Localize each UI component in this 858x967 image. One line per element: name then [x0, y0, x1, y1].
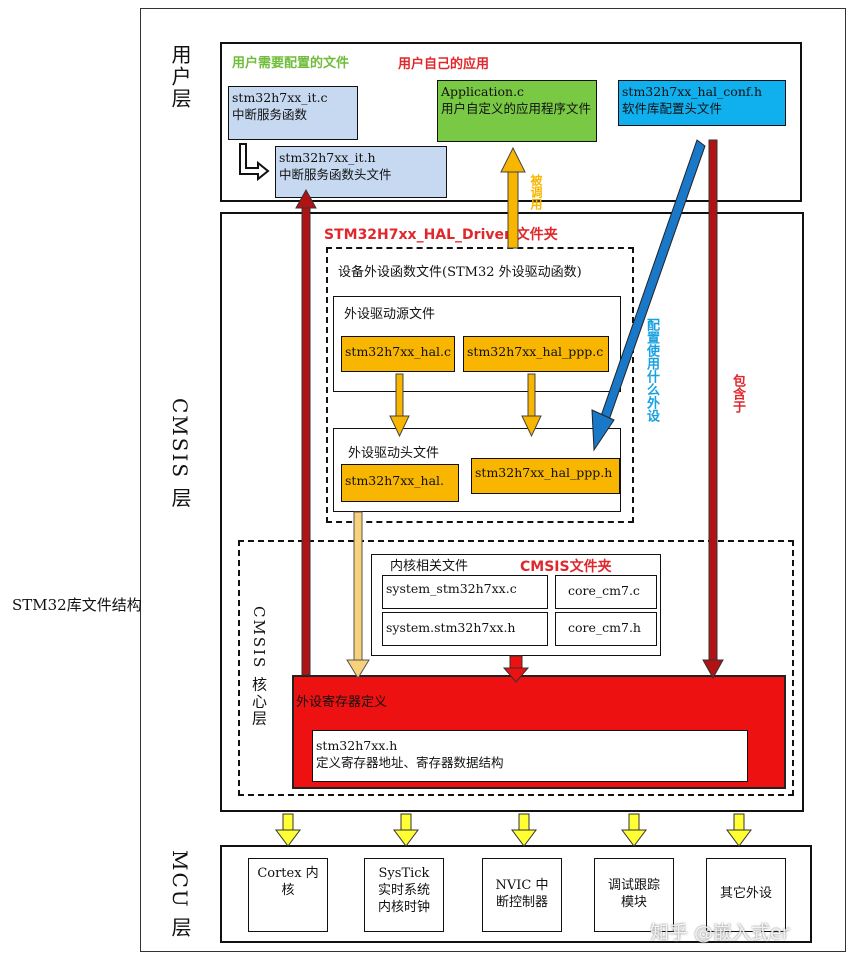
cmsis-layer-label: CMSIS 层 — [168, 398, 192, 510]
source-to-header-arrow-hal — [389, 373, 410, 438]
diagram-title: STM32库文件结构 — [12, 596, 142, 614]
file-hal-ppp-h: stm32h7xx_hal_ppp.h — [471, 458, 620, 494]
header-files-group — [333, 428, 621, 512]
include-bent-arrow — [239, 143, 270, 182]
mcu-other-peripherals: 其它外设 — [706, 858, 786, 932]
mcu-cortex-core: Cortex 内 核 — [248, 858, 328, 932]
header-to-register-arrow — [346, 511, 370, 679]
device-function-label: 设备外设函数文件(STM32 外设驱动函数) — [338, 265, 582, 280]
file-core-c: core_cm7.c — [555, 575, 657, 609]
file-stm32h7xx-h: stm32h7xx.h 定义寄存器地址、寄存器数据结构 — [312, 730, 748, 782]
source-files-label: 外设驱动源文件 — [344, 307, 436, 322]
file-hal-c: stm32h7xx_hal.c — [341, 336, 455, 372]
cmsis-core-layer-label: CMSIS 核心层 — [250, 606, 268, 728]
called-label: 被调用 — [529, 174, 543, 210]
header-files-label: 外设驱动头文件 — [348, 446, 440, 461]
file-core-h: core_cm7.h — [555, 612, 657, 646]
cmsis-to-register-arrow — [502, 655, 530, 683]
mcu-debug-trace: 调试跟踪 模块 — [594, 858, 674, 932]
file-hal-conf-h: stm32h7xx_hal_conf.h 软件库配置头文件 — [618, 80, 786, 126]
cmsis-core-group — [238, 540, 794, 796]
mcu-nvic: NVIC 中 断控制器 — [482, 858, 562, 932]
cmsis-folder-heading: CMSIS文件夹 — [520, 559, 612, 575]
called-up-arrow — [500, 146, 526, 249]
configure-label: 配置使用什么外设 — [644, 318, 659, 422]
file-hal-h: stm32h7xx_hal. — [341, 464, 459, 502]
source-files-group — [333, 296, 621, 392]
mcu-systick: SysTick 实时系统 内核时钟 — [364, 858, 444, 932]
watermark: 知乎 @嵌入式er — [650, 922, 790, 944]
device-function-group — [326, 247, 634, 523]
user-layer-label: 用户层 — [168, 44, 192, 110]
mcu-layer-box — [220, 845, 812, 943]
include-label: 包含于 — [730, 374, 745, 413]
interrupt-up-arrow — [295, 188, 317, 676]
source-to-header-arrow-ppp — [521, 373, 542, 438]
cmsis-to-mcu-arrows — [275, 813, 752, 847]
file-system-c: system_stm32h7xx.c — [382, 575, 548, 609]
file-hal-ppp-c: stm32h7xx_hal_ppp.c — [463, 336, 609, 372]
outer-frame — [140, 8, 846, 952]
file-it-c: stm32h7xx_it.c 中断服务函数 — [228, 86, 358, 140]
config-files-heading: 用户需要配置的文件 — [232, 56, 350, 71]
file-system-h: system.stm32h7xx.h — [382, 612, 548, 646]
configure-diagonal-arrow — [591, 139, 706, 452]
hal-driver-heading: STM32H7xx_HAL_Driver 文件夹 — [324, 227, 558, 243]
mcu-layer-label: MCU 层 — [168, 850, 192, 939]
kernel-files-label: 内核相关文件 — [390, 559, 469, 574]
file-it-h: stm32h7xx_it.h 中断服务函数头文件 — [275, 146, 447, 198]
file-application-c: Application.c 用户自定义的应用程序文件 — [437, 80, 597, 142]
user-app-heading: 用户自己的应用 — [398, 57, 490, 72]
include-down-arrow — [702, 139, 724, 680]
register-definition-label: 外设寄存器定义 — [296, 695, 388, 710]
